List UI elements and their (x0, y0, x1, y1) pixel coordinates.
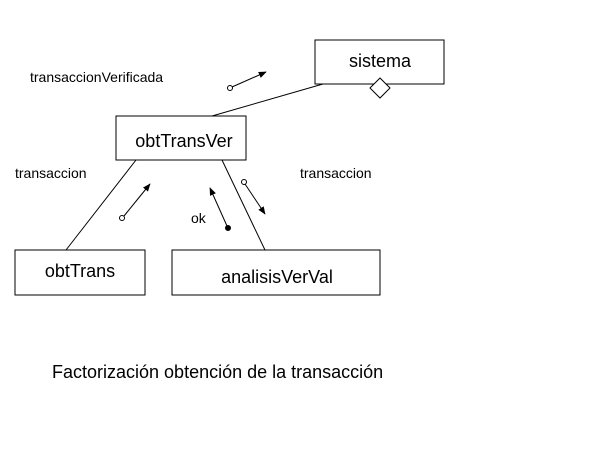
diagram-caption: Factorización obtención de la transacció… (52, 362, 383, 382)
module-analisisverval[interactable]: analisisVerVal (171, 249, 381, 296)
connector-obttransver-obttrans (65, 159, 137, 251)
flow-ok-arrow (209, 187, 231, 231)
flow-label-ok: ok (191, 210, 207, 226)
iteration-diamond (369, 77, 391, 99)
flow-transaccionverificada-arrow (227, 71, 267, 91)
flow-label-transaccion-left: transaccion (15, 165, 87, 181)
flow-label-transaccion-right: transaccion (300, 165, 372, 181)
connector-sistema-obttransver (211, 83, 324, 117)
module-analisisverval-label: analisisVerVal (221, 267, 333, 287)
module-sistema[interactable]: sistema (314, 39, 445, 85)
module-sistema-label: sistema (349, 51, 412, 71)
module-obttrans-label: obtTrans (45, 261, 115, 281)
flow-transaccion-right-arrow (241, 179, 266, 215)
flow-label-transaccionverificada: transaccionVerificada (30, 69, 163, 85)
module-obttransver[interactable]: obtTransVer (115, 115, 247, 161)
connector-obttransver-analisisverval (221, 159, 266, 251)
module-obttrans[interactable]: obtTrans (14, 249, 146, 296)
module-obttransver-label: obtTransVer (135, 131, 232, 151)
flow-transaccion-left-arrow (119, 183, 151, 221)
